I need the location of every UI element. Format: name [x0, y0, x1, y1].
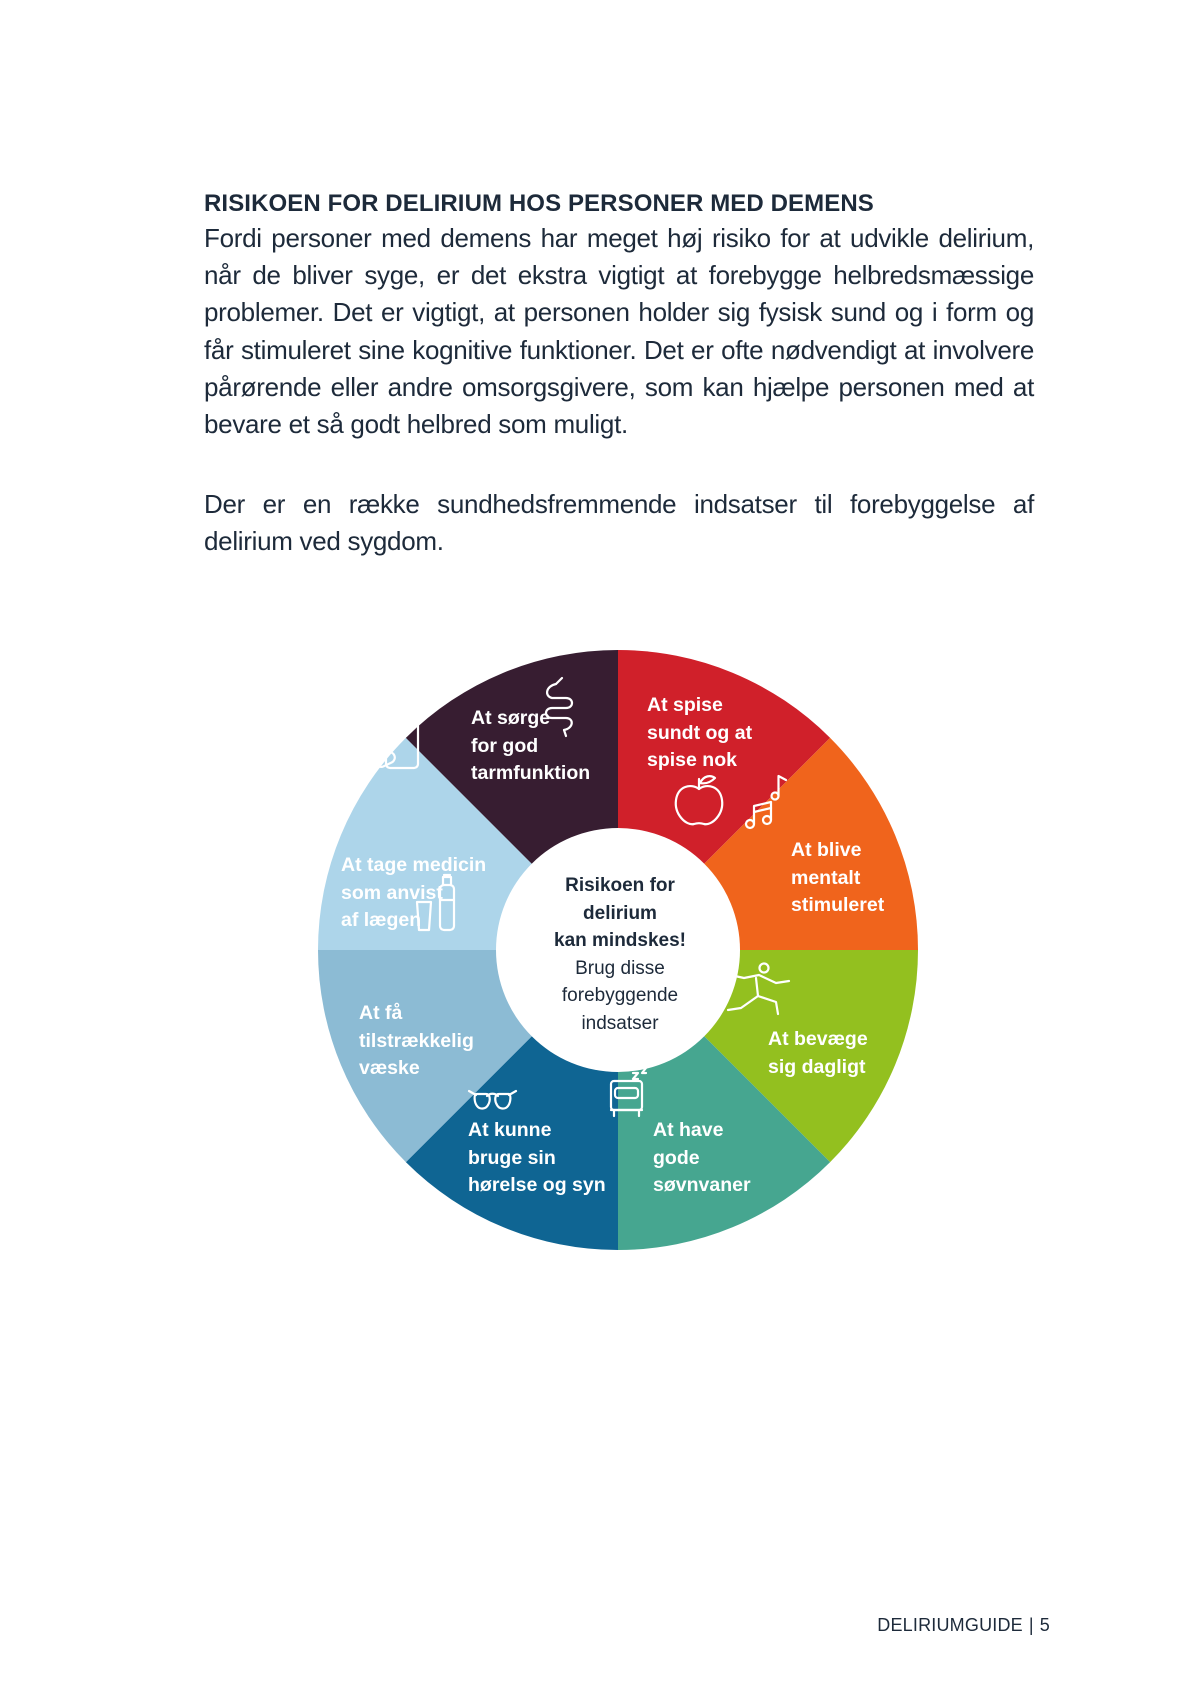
water-bottle-glass-icon — [415, 873, 456, 932]
glasses-icon — [467, 1089, 518, 1110]
footer-title: DELIRIUMGUIDE — [877, 1615, 1023, 1635]
page-number: 5 — [1039, 1615, 1050, 1635]
stretching-person-icon — [719, 962, 791, 1016]
pills-jar-icon — [356, 712, 422, 771]
section-heading: RISIKOEN FOR DELIRIUM HOS PERSONER MED D… — [204, 190, 874, 217]
footer-separator: | — [1028, 1615, 1034, 1635]
wheel-center-text: Risikoen for delirium kan mindskes! Brug… — [554, 875, 686, 1034]
bed-icon — [609, 1066, 648, 1118]
interventions-paragraph: Der er en række sundhedsfremmende indsat… — [204, 489, 1034, 557]
apple-icon — [674, 775, 724, 826]
intestine-icon — [544, 676, 574, 738]
music-notes-icon — [744, 774, 788, 830]
page-footer: DELIRIUMGUIDE|5 — [860, 1615, 1050, 1636]
intro-paragraph: Fordi personer med demens har meget høj … — [204, 223, 1034, 440]
wheel-center — [496, 828, 740, 1072]
prevention-wheel — [318, 650, 918, 1250]
